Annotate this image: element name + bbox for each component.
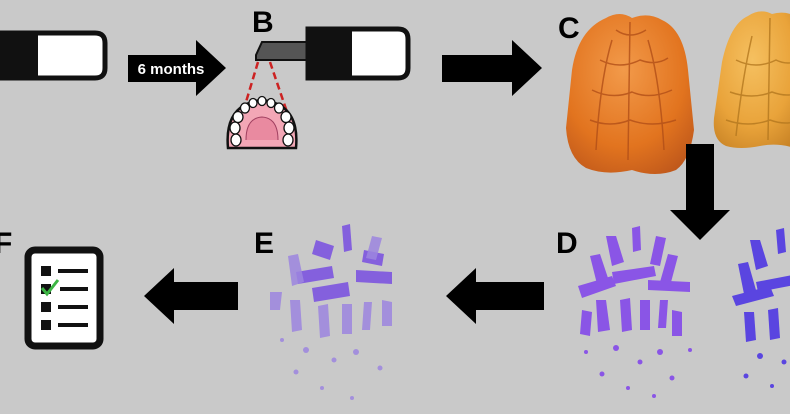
- arrow-d-to-e: [446, 268, 544, 324]
- panel-letter-b: B: [252, 6, 274, 39]
- difference-map-blue: [732, 228, 790, 388]
- panel-letter-c: C: [558, 12, 580, 45]
- difference-map-lilac: [270, 224, 392, 400]
- panel-letter-f: F: [0, 227, 12, 260]
- palate-scan-orange: [566, 14, 694, 174]
- arrow-b-to-c: [442, 40, 542, 96]
- arrow-ab-label: 6 months: [138, 61, 205, 78]
- scanner-a-icon: [0, 30, 108, 81]
- check-mark-icon: [40, 279, 60, 297]
- scanner-b-icon: [255, 26, 411, 81]
- panel-letter-d: D: [556, 227, 578, 260]
- laser-beams-icon: [241, 61, 289, 113]
- palate-scan-yellow: [713, 11, 790, 148]
- difference-map-purple: [578, 226, 692, 398]
- arrow-e-to-f: [144, 268, 238, 324]
- arrow-c-to-d: [670, 144, 730, 240]
- panel-letter-e: E: [254, 227, 274, 260]
- checklist-icon: [24, 246, 104, 350]
- dental-arch-icon: [226, 95, 298, 150]
- arrow-a-to-b: 6 months: [128, 40, 226, 96]
